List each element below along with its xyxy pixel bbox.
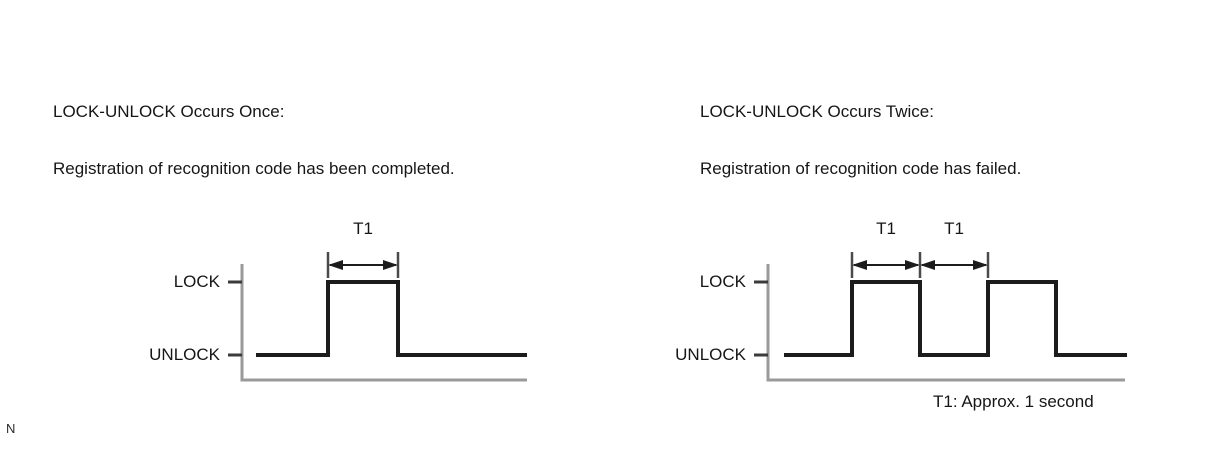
waveform-svg-once [228, 252, 527, 382]
panel-heading-twice: LOCK-UNLOCK Occurs Twice: [700, 102, 934, 121]
axis-label-lock-twice: LOCK [699, 272, 746, 291]
timing-panel-twice: LOCK-UNLOCK Occurs Twice: Registration o… [648, 0, 1208, 472]
dimension-arrow-left-twice-1 [852, 260, 867, 270]
axis-label-unlock-once: UNLOCK [149, 345, 220, 364]
timing-diagram-once [228, 252, 527, 382]
axis-label-unlock-twice: UNLOCK [675, 345, 746, 364]
dimension-label-t1-once: T1 [353, 219, 373, 238]
dimension-arrow-left-twice-2 [920, 260, 935, 270]
dimension-arrow-right-once [383, 260, 398, 270]
signal-waveform-twice [784, 280, 1127, 357]
axis-line-twice [766, 264, 1125, 382]
dimension-label-t1-twice-1: T1 [876, 219, 896, 238]
waveform-svg-twice [754, 252, 1127, 382]
timing-panel-once: LOCK-UNLOCK Occurs Once: Registration of… [53, 102, 527, 382]
corner-mark: N [6, 421, 16, 436]
dimension-label-t1-twice-2: T1 [944, 219, 964, 238]
dimension-arrow-right-twice-1 [905, 260, 920, 270]
axis-line-once [240, 264, 527, 382]
panel-subheading-once: Registration of recognition code has bee… [53, 159, 455, 178]
panel-heading-once: LOCK-UNLOCK Occurs Once: [53, 102, 285, 121]
footnote-t1-duration: T1: Approx. 1 second [933, 392, 1094, 411]
panel-subheading-twice: Registration of recognition code has fai… [700, 159, 1022, 178]
timing-diagram-twice [648, 0, 1208, 472]
dimension-arrow-right-twice-2 [973, 260, 988, 270]
axis-label-lock-once: LOCK [173, 272, 220, 291]
signal-waveform-once [256, 280, 527, 357]
dimension-arrow-left-once [328, 260, 343, 270]
